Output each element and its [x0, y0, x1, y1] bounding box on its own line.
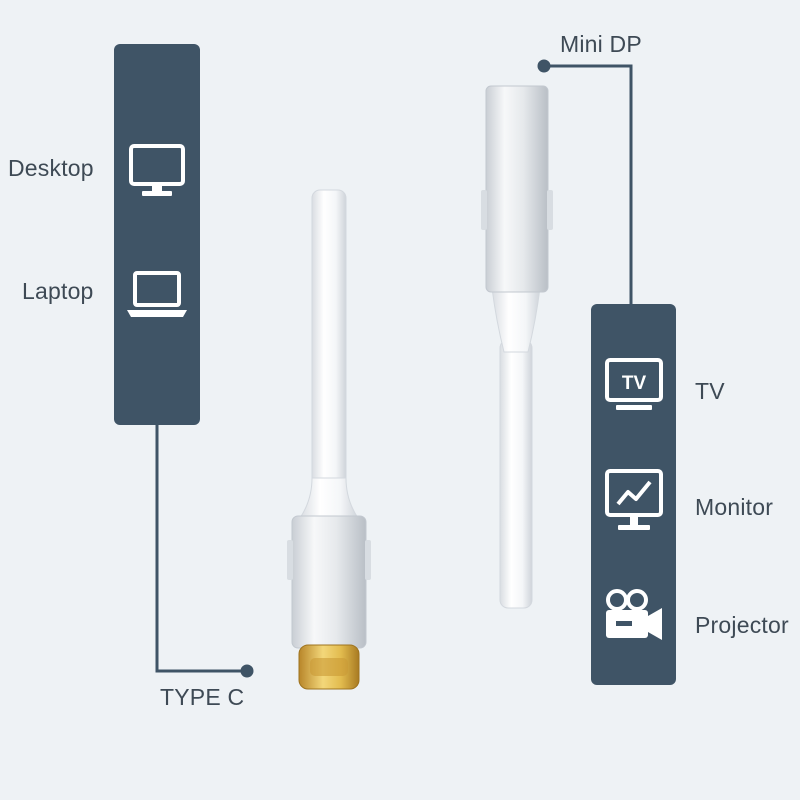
desktop-label: Desktop [8, 155, 94, 181]
projector-label: Projector [695, 612, 789, 638]
tv-label: TV [695, 378, 725, 404]
type-c-label: TYPE C [160, 684, 245, 710]
laptop-label: Laptop [22, 278, 94, 304]
monitor-icon [604, 468, 664, 534]
tv-icon-text: TV [622, 373, 647, 394]
monitor-label: Monitor [695, 494, 774, 520]
mini-dp-label: Mini DP [560, 31, 642, 57]
mini-dp-callout-line [537, 59, 633, 304]
type-c-cable [287, 189, 371, 649]
tv-icon: TV [604, 357, 664, 413]
type-c-callout-line [155, 424, 254, 678]
source-devices-panel [114, 44, 200, 425]
laptop-icon [125, 270, 189, 320]
mini-dp-cable [481, 85, 553, 609]
projector-icon [603, 588, 665, 642]
desktop-icon [128, 143, 186, 199]
type-c-plug [298, 644, 360, 690]
